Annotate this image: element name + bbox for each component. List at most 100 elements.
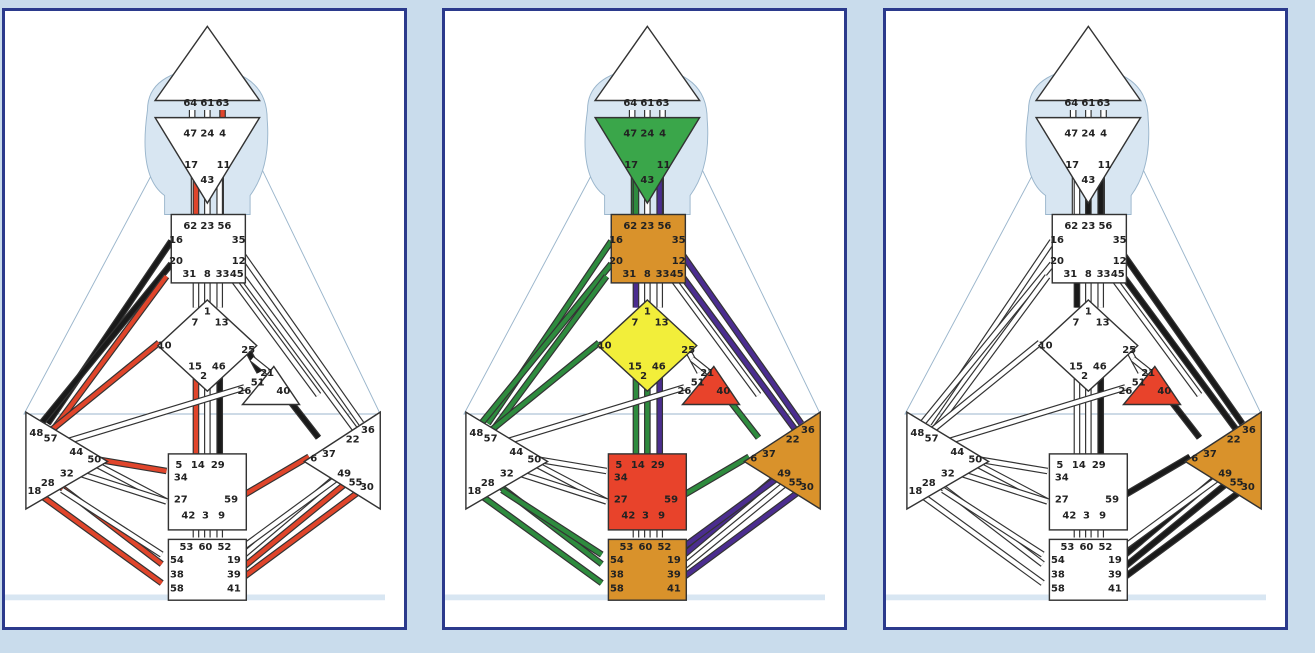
- root-center: [607, 538, 688, 601]
- gate-label-sp-4: 49: [1218, 469, 1232, 480]
- gate-label-throat-3: 16: [169, 235, 183, 246]
- gate-label-ego-1: 51: [251, 378, 265, 389]
- gate-label-sp-4: 49: [777, 469, 791, 480]
- channel-c18: [32, 488, 164, 585]
- gate-label-g-4: 15: [188, 361, 202, 372]
- gate-label-ajna-4: 11: [657, 160, 671, 171]
- gate-label-sacral-7: 3: [202, 511, 209, 522]
- gate-label-throat-9: 33: [656, 269, 670, 280]
- ego-center: [1121, 365, 1182, 406]
- gate-label-root-5: 38: [1051, 569, 1065, 580]
- gate-label-sacral-2: 29: [211, 460, 225, 471]
- gate-label-sp-2: 37: [762, 449, 776, 460]
- channel-c45: [1112, 277, 1202, 397]
- gate-label-root-4: 19: [227, 555, 241, 566]
- gate-label-root-7: 58: [610, 584, 624, 595]
- gate-label-spleen-1: 57: [925, 434, 939, 445]
- gate-label-ego-1: 51: [1132, 378, 1146, 389]
- channel-c20: [912, 262, 1054, 435]
- gate-label-ajna-1: 24: [1081, 129, 1095, 140]
- gate-label-root-4: 19: [667, 555, 681, 566]
- channel-c32: [510, 468, 608, 504]
- channel-c19: [671, 469, 789, 557]
- gate-label-ego-0: 21: [260, 368, 274, 379]
- gate-label-ajna-5: 43: [1081, 175, 1095, 186]
- gate-label-g-0: 1: [1085, 306, 1092, 317]
- gate-label-sacral-8: 9: [218, 511, 225, 522]
- gate-label-sacral-5: 59: [664, 494, 678, 505]
- g-center: [156, 299, 258, 393]
- gate-label-sp-5: 55: [349, 477, 363, 488]
- gate-label-ajna-2: 4: [1100, 129, 1107, 140]
- gate-label-g-3: 10: [598, 340, 612, 351]
- gate-label-spleen-4: 32: [500, 469, 514, 480]
- channel-c32: [70, 468, 168, 504]
- gate-label-spleen-0: 48: [469, 428, 483, 439]
- gate-label-sp-5: 55: [789, 477, 803, 488]
- gate-label-spleen-6: 18: [909, 486, 923, 497]
- gate-label-root-7: 58: [170, 584, 184, 595]
- gate-label-spleen-2: 44: [69, 447, 83, 458]
- gate-label-root-1: 60: [199, 542, 213, 553]
- channel-c32: [951, 468, 1049, 504]
- gate-label-throat-6: 12: [232, 256, 246, 267]
- gate-label-throat-0: 62: [183, 221, 197, 232]
- gate-label-sp-1: 22: [1227, 435, 1241, 446]
- gate-label-throat-7: 31: [622, 269, 636, 280]
- gate-label-root-5: 38: [610, 569, 624, 580]
- throat-center: [1051, 213, 1128, 284]
- gate-label-sp-3: 6: [750, 454, 757, 465]
- channel-c20: [31, 262, 173, 435]
- gate-label-spleen-1: 57: [484, 434, 498, 445]
- gate-label-g-1: 7: [632, 318, 639, 329]
- gate-label-ajna-1: 24: [200, 129, 214, 140]
- gate-label-throat-9: 33: [1097, 269, 1111, 280]
- gate-label-sacral-3: 34: [174, 473, 188, 484]
- channel-c35: [1112, 239, 1244, 425]
- gate-label-ajna-3: 17: [184, 160, 198, 171]
- gate-label-throat-5: 20: [1050, 256, 1064, 267]
- gate-label-sp-2: 37: [1203, 449, 1217, 460]
- channel-c12: [1112, 262, 1244, 440]
- gate-label-root-7: 58: [1051, 584, 1065, 595]
- gate-label-root-6: 39: [1108, 569, 1122, 580]
- head-center: [1034, 25, 1142, 102]
- gate-label-ego-2: 26: [1118, 386, 1132, 397]
- channel-c30: [1112, 488, 1244, 587]
- gate-label-g-0: 1: [204, 306, 211, 317]
- gate-label-sacral-8: 9: [658, 511, 665, 522]
- gate-label-root-1: 60: [1080, 542, 1094, 553]
- channel-c54: [60, 488, 163, 557]
- gate-label-head-2: 63: [1097, 98, 1111, 109]
- gate-label-root-6: 39: [227, 569, 241, 580]
- head-center: [153, 25, 261, 102]
- gate-label-spleen-5: 28: [922, 478, 936, 489]
- root-center: [1048, 538, 1129, 601]
- gate-label-sp-3: 6: [1191, 454, 1198, 465]
- gate-label-spleen-2: 44: [509, 447, 523, 458]
- solar-plexus-center: [1183, 410, 1262, 511]
- gate-label-root-5: 38: [170, 569, 184, 580]
- channel-c26: [47, 385, 246, 450]
- gate-label-head-2: 63: [656, 98, 670, 109]
- gate-label-sacral-8: 9: [1099, 511, 1106, 522]
- gate-label-root-3: 54: [1051, 555, 1065, 566]
- gate-label-ajna-2: 4: [219, 129, 226, 140]
- gate-label-throat-6: 12: [1113, 256, 1127, 267]
- gate-label-root-3: 54: [610, 555, 624, 566]
- channel-c19: [1112, 469, 1230, 557]
- sacral-center: [167, 453, 248, 531]
- gate-label-head-0: 64: [1064, 98, 1078, 109]
- gate-label-throat-8: 8: [1085, 269, 1092, 280]
- gate-label-throat-9: 33: [216, 269, 230, 280]
- gate-label-spleen-4: 32: [941, 469, 955, 480]
- gate-label-ego-0: 21: [700, 368, 714, 379]
- gate-label-throat-8: 8: [644, 269, 651, 280]
- gate-label-head-0: 64: [183, 98, 197, 109]
- channel-c45: [671, 277, 761, 397]
- gate-label-g-2: 13: [1096, 318, 1110, 329]
- gate-label-sacral-4: 27: [1055, 494, 1069, 505]
